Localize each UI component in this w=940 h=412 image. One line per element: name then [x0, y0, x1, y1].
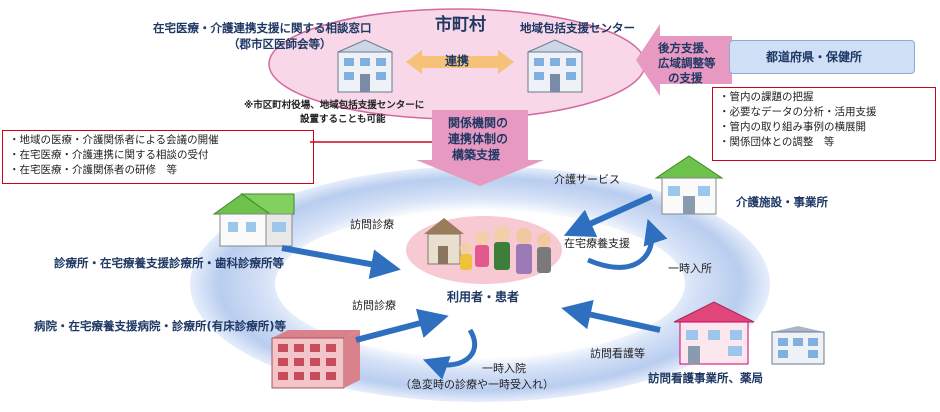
- build-support-arrow: [416, 110, 544, 186]
- clinic-house-icon: [212, 192, 296, 248]
- consultation-desk-label: 在宅医療・介護連携支援に関する相談窓口: [153, 21, 372, 35]
- municipality-title: 市町村: [435, 15, 486, 35]
- prefecture-box: [729, 40, 915, 74]
- prefecture-task: ・管内の課題の把握: [719, 91, 814, 103]
- prefecture-task: ・管内の取り組み事例の横展開: [719, 121, 866, 133]
- home-care-support-label: 在宅療養支援: [564, 237, 630, 250]
- hospital-label: 病院・在宅療養支援病院・診療所(有床診療所)等: [34, 319, 287, 333]
- backup-support-arrow: [636, 24, 732, 96]
- visiting-nursing-house-icon: [672, 300, 756, 366]
- patient-label: 利用者・患者: [447, 290, 520, 304]
- link-double-arrow: [406, 50, 514, 74]
- short-admission-note: （急変時の診療や一時受入れ）: [400, 378, 554, 391]
- municipality-note-line2: 設置することも可能: [300, 114, 386, 125]
- municipal-task: ・在宅医療・介護連携に関する相談の受付: [9, 149, 209, 161]
- community-center-label: 地域包括支援センター: [520, 21, 635, 35]
- care-service-label: 介護サービス: [554, 173, 620, 186]
- municipality-note-line1: ※市区町村役場、地域包括支援センターに: [244, 100, 425, 111]
- prefecture-label: 都道府県・保健所: [766, 50, 863, 64]
- prefecture-task: ・関係団体との調整 等: [719, 136, 835, 148]
- pharmacy-building-icon: [768, 326, 828, 366]
- home-visit-bottom-label: 訪問診療: [352, 299, 396, 312]
- municipal-task: ・在宅医療・介護関係者の研修 等: [9, 164, 177, 176]
- care-facility-label: 介護施設・事業所: [736, 195, 828, 209]
- build-support-line3: 構築支援: [452, 148, 501, 162]
- prefecture-task: ・必要なデータの分析・活用支援: [719, 106, 877, 118]
- short-stay-label: 一時入所: [668, 262, 712, 275]
- short-admission-arrow: [422, 328, 478, 380]
- backup-support-line1: 後方支援、: [658, 41, 716, 55]
- build-support-line2: 連携体制の: [448, 132, 509, 146]
- community-center-building-icon: [520, 38, 590, 94]
- consultation-desk-building-icon: [330, 38, 400, 94]
- backup-support-line3: の支援: [668, 71, 703, 85]
- hospital-building-icon: [270, 328, 362, 390]
- build-support-line1: 関係機関の: [448, 116, 509, 130]
- prefecture-tasks-box: ・管内の課題の把握 ・必要なデータの分析・活用支援 ・管内の取り組み事例の横展開…: [712, 87, 936, 161]
- home-visit-bottom-arrow: [355, 308, 449, 343]
- care-service-arrow: [563, 193, 654, 238]
- consultation-desk-sublabel: （郡市区医師会等）: [228, 37, 332, 51]
- clinic-label: 診療所・在宅療養支援診療所・歯科診療所等: [54, 256, 284, 270]
- municipal-task: ・地域の医療・介護関係者による会議の開催: [9, 134, 219, 146]
- municipal-tasks-connector: [310, 141, 440, 143]
- municipal-tasks-box: ・地域の医療・介護関係者による会議の開催 ・在宅医療・介護連携に関する相談の受付…: [2, 130, 314, 184]
- short-stay-arrow: [587, 218, 668, 270]
- visiting-nursing-label: 訪問看護事業所、薬局: [648, 371, 763, 385]
- visiting-nursing-arrow: [561, 299, 661, 333]
- visiting-nursing-flow-label: 訪問看護等: [590, 347, 645, 360]
- home-visit-top-arrow: [281, 245, 401, 280]
- patient-family-illustration: [404, 204, 564, 290]
- short-admission-label: 一時入院: [482, 362, 526, 375]
- link-label: 連携: [445, 54, 470, 68]
- backup-support-line2: 広域調整等: [658, 56, 716, 70]
- home-visit-top-label: 訪問診療: [350, 218, 394, 231]
- care-facility-house-icon: [652, 154, 726, 216]
